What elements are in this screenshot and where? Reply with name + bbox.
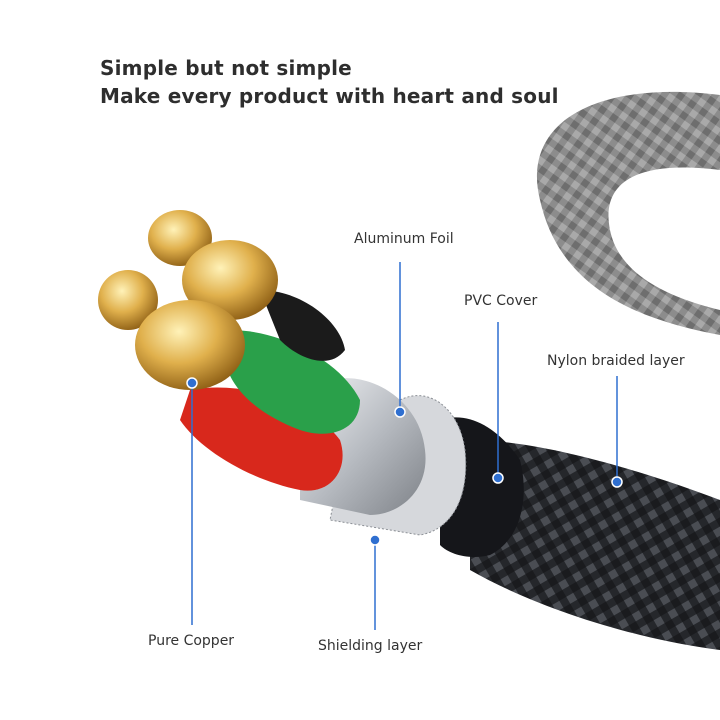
label-aluminum-foil: Aluminum Foil bbox=[354, 231, 454, 247]
copper-bundle bbox=[182, 240, 278, 320]
copper-bundle bbox=[98, 270, 158, 330]
label-nylon-braided-layer: Nylon braided layer bbox=[547, 353, 685, 369]
callout-dot bbox=[369, 534, 381, 546]
green-wire bbox=[225, 330, 360, 434]
label-shielding-layer: Shielding layer bbox=[318, 638, 423, 654]
copper-bundle bbox=[135, 300, 245, 390]
nylon-braided-body bbox=[470, 440, 720, 650]
tagline-line-1: Simple but not simple bbox=[100, 56, 352, 80]
label-pure-copper: Pure Copper bbox=[148, 633, 235, 649]
callout-dot bbox=[394, 406, 406, 418]
callout-lines bbox=[186, 262, 623, 630]
callout-dot bbox=[186, 377, 198, 389]
callout-dot bbox=[611, 476, 623, 488]
coiled-cable bbox=[536, 91, 720, 336]
callout-dot bbox=[492, 472, 504, 484]
black-wire bbox=[260, 290, 345, 361]
tagline-line-2: Make every product with heart and soul bbox=[100, 84, 559, 108]
label-pvc-cover: PVC Cover bbox=[464, 293, 538, 309]
